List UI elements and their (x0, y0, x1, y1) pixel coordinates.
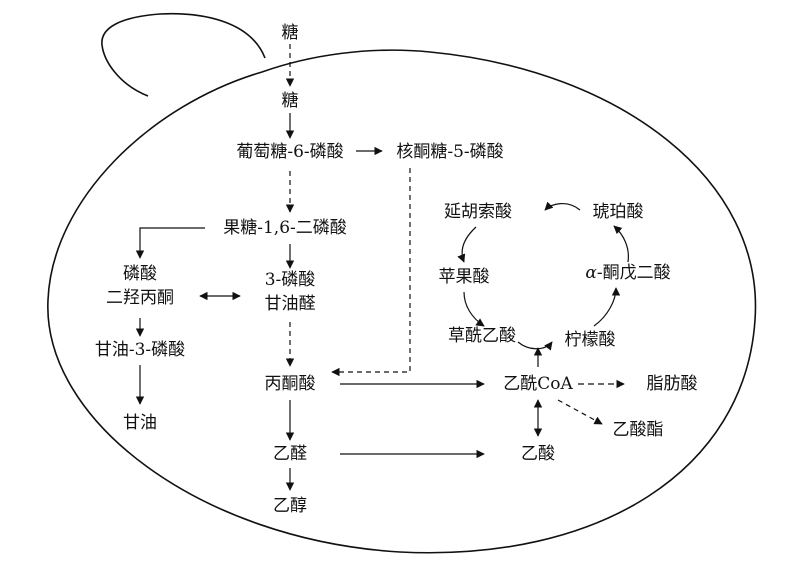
label-acetaldehyde: 乙醛 (273, 444, 307, 464)
arrow-akg-to-succinate (613, 225, 629, 263)
label-dhap-line1: 磷酸 (123, 264, 157, 284)
label-acetyl-coa: 乙酰CoA (503, 374, 573, 394)
alpha-ketoglutarate-text: -酮戊二酸 (596, 263, 671, 283)
label-glucose-6-phosphate: 葡萄糖-6-磷酸 (236, 142, 344, 162)
label-glycerol: 甘油 (123, 413, 157, 433)
label-fatty-acid: 脂肪酸 (646, 374, 698, 394)
label-pyruvate: 丙酮酸 (264, 374, 316, 394)
cell-membrane-outline (47, 49, 757, 554)
label-ribulose-5-phosphate: 核酮糖-5-磷酸 (396, 142, 504, 162)
label-dhap-line2: 二羟丙酮 (106, 288, 174, 308)
label-citrate: 柠檬酸 (564, 330, 616, 350)
arrow-acetylcoa-to-ester (557, 399, 603, 425)
label-fructose-1-6-bisphosphate: 果糖-1,6-二磷酸 (223, 218, 347, 238)
label-sugar-outside: 糖 (281, 23, 299, 43)
label-g3p-line2: 甘油醛 (264, 294, 316, 314)
label-glycerol-3-phosphate: 甘油-3-磷酸 (94, 340, 186, 360)
arrow-succinate-to-fumarate (544, 201, 581, 211)
label-acetic-acid: 乙酸 (521, 444, 555, 464)
label-acetate-ester: 乙酸酯 (612, 420, 664, 440)
label-succinate: 琥珀酸 (592, 202, 644, 222)
alpha-symbol: α (585, 263, 597, 283)
cell-wall-bud-outline (101, 12, 266, 97)
arrow-malate-to-oxaloacetate (463, 291, 485, 327)
arrow-fructose-to-dhap (135, 227, 205, 259)
label-malate: 苹果酸 (438, 267, 490, 287)
arrow-citrate-to-akg (593, 287, 621, 327)
arrow-ribulose-to-pyruvate (331, 168, 411, 377)
label-oxaloacetate: 草酰乙酸 (448, 326, 516, 346)
arrow-fumarate-to-malate (457, 226, 477, 263)
label-g3p-line1: 3-磷酸 (264, 270, 316, 290)
label-alpha-ketoglutarate: α-酮戊二酸 (585, 263, 670, 283)
label-ethanol: 乙醇 (273, 496, 307, 516)
arrow-oxaloacetate-to-citrate (517, 341, 553, 351)
label-fumarate: 延胡索酸 (444, 202, 512, 222)
label-sugar-inside: 糖 (281, 91, 299, 111)
